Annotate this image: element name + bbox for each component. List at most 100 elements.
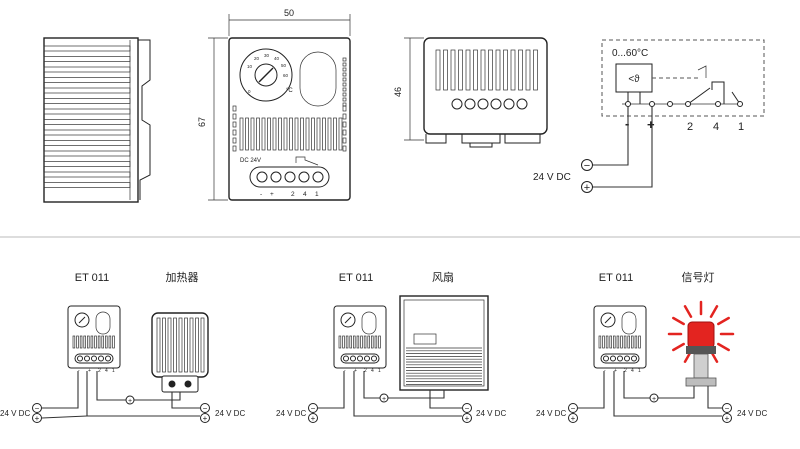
vent-slot <box>342 62 347 67</box>
mini-terminal-label: + <box>354 368 357 374</box>
svg-text:+: + <box>465 414 470 423</box>
example-1-supply-left: 24 V DC <box>0 409 30 418</box>
vent-slot <box>342 105 347 112</box>
schematic-range-label: 0...60°C <box>612 48 648 59</box>
vent-slot <box>305 117 310 151</box>
svg-text:−: − <box>203 404 208 413</box>
top-view: 46 <box>393 37 548 148</box>
mini-terminal-label: - <box>78 368 80 374</box>
vent-slot <box>272 117 277 151</box>
supply-negative-symbol: − <box>584 160 590 172</box>
vent-slot <box>256 117 260 151</box>
side-fin <box>43 171 131 178</box>
side-fin <box>43 77 131 83</box>
vent-slot <box>316 117 321 151</box>
mini-slot <box>623 335 627 349</box>
heater-connector <box>161 375 199 393</box>
heater-fin <box>189 317 194 373</box>
top-fin <box>465 49 471 91</box>
example-2-load-label: 风扇 <box>432 270 454 284</box>
depth-dimension-label: 46 <box>393 87 403 97</box>
signal-lamp-collar <box>686 346 716 354</box>
top-fin <box>503 49 508 91</box>
side-view-fins <box>43 45 131 188</box>
heater-fin <box>184 317 188 373</box>
top-fin <box>488 49 493 91</box>
schematic-supply-label: 24 V DC <box>533 172 571 183</box>
mini-slot <box>338 335 342 349</box>
svg-text:−: − <box>35 404 40 413</box>
mini-slot <box>108 335 112 349</box>
vent-slot <box>338 117 343 151</box>
vent-slot <box>232 145 237 152</box>
mini-slot <box>79 335 83 349</box>
wiring-schematic: 0...60°C <ϑ - + 2 4 1 − + 24 V D <box>533 39 765 194</box>
mini-slot <box>602 335 605 349</box>
mini-terminal-label: 2 <box>624 368 627 374</box>
dial-scale-20: 20 <box>254 56 260 61</box>
mini-slot <box>83 335 86 349</box>
fan-grille <box>406 347 482 385</box>
supply-positive-terminal <box>581 181 593 193</box>
mini-terminal-label: - <box>344 368 346 374</box>
top-fin <box>510 49 516 91</box>
lamp-ray <box>672 316 685 326</box>
signal-lamp-dome <box>687 321 715 349</box>
top-view-fins <box>435 49 538 91</box>
mini-slot <box>627 335 630 349</box>
mini-slot <box>87 335 90 349</box>
side-fin <box>43 87 131 94</box>
lamp-ray <box>683 305 693 318</box>
example-3-supply-left: 24 V DC <box>536 409 566 418</box>
svg-text:+: + <box>571 414 576 423</box>
mini-slot <box>363 335 367 349</box>
vent-slot <box>342 72 347 77</box>
example-3-load-label: 信号灯 <box>682 271 715 284</box>
mini-terminal-label: 4 <box>631 368 634 374</box>
signal-lamp-base <box>685 377 717 387</box>
heater-fins <box>156 317 205 373</box>
side-view <box>43 37 151 203</box>
vent-slot <box>232 129 237 136</box>
vent-slot <box>342 57 347 62</box>
mini-slot <box>353 335 356 349</box>
mini-slot <box>634 335 638 349</box>
front-view: 50 67 0 10 20 30 40 50 60 °C DC 24V - <box>197 8 351 201</box>
side-fin <box>43 98 131 104</box>
side-fin <box>43 150 131 157</box>
vent-slot <box>283 117 288 151</box>
vent-slot <box>294 117 299 151</box>
front-terminal-2: 2 <box>291 191 295 198</box>
schematic-terminal-plus: + <box>647 117 655 132</box>
mini-housing <box>333 305 387 369</box>
terminal-screws <box>256 171 324 183</box>
heater-body <box>151 312 209 378</box>
heater-fin <box>173 317 177 373</box>
front-vent-slots <box>232 51 347 152</box>
height-dimension-label: 67 <box>197 117 207 127</box>
mini-slot <box>342 335 345 349</box>
width-dimension-label: 50 <box>284 8 294 18</box>
schematic-housing-outline <box>601 39 765 117</box>
side-fin <box>43 119 131 125</box>
lamp-ray <box>717 342 730 352</box>
signal-lamp-post <box>693 353 709 379</box>
heater-fin <box>195 317 199 373</box>
dial-scale-30: 30 <box>264 53 270 58</box>
top-fin <box>480 49 486 91</box>
vent-slot <box>342 145 347 152</box>
mini-slot <box>349 335 352 349</box>
mini-slot <box>609 335 612 349</box>
vent-slot <box>278 117 282 151</box>
dial-scale-60: 60 <box>283 73 289 78</box>
lamp-ray <box>717 316 730 326</box>
example-3-device-label: ET 011 <box>599 272 633 284</box>
vent-slot <box>300 117 304 151</box>
vent-slot <box>342 121 347 128</box>
front-terminal-1: 1 <box>315 191 319 198</box>
mini-slot <box>360 335 363 349</box>
vent-slot <box>250 117 255 151</box>
vent-slot <box>322 117 326 151</box>
